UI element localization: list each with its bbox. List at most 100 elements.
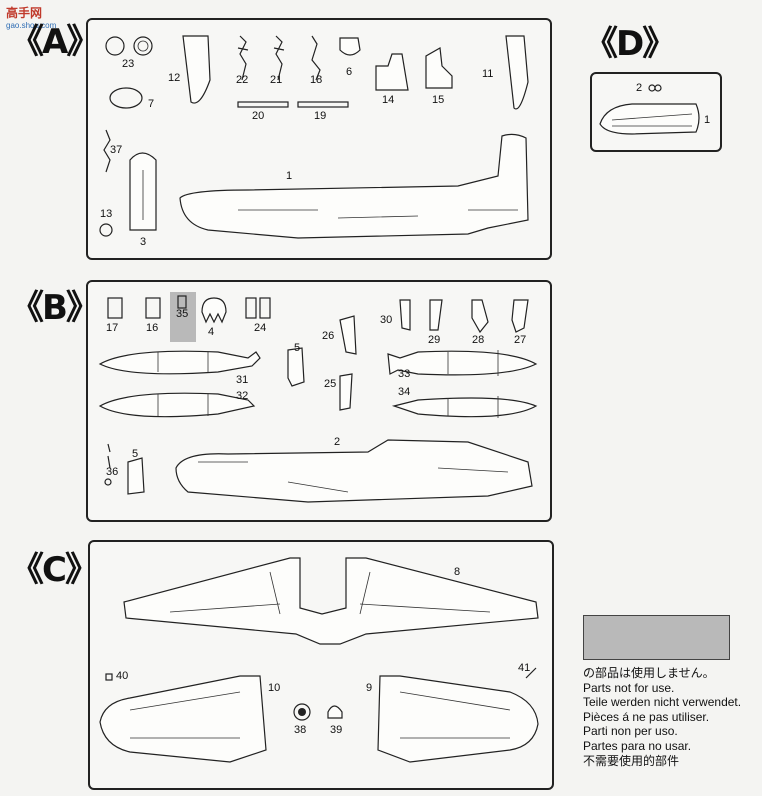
part-21-gear-leg — [273, 35, 285, 81]
part-24-a — [245, 297, 257, 319]
part-27 — [511, 299, 529, 333]
watermark-line1: 高手网 — [6, 6, 43, 20]
legend-line-en: Parts not for use. — [583, 680, 675, 695]
part-36 — [107, 443, 111, 469]
num-33: 33 — [398, 368, 411, 380]
num-11: 11 — [482, 68, 494, 80]
num-25: 25 — [324, 378, 337, 390]
legend-line-zh: 不需要使用的部件 — [583, 753, 680, 768]
num-35: 35 — [176, 308, 189, 320]
num-40: 40 — [116, 670, 129, 682]
part-35 — [177, 295, 187, 309]
num-d1: 1 — [704, 114, 711, 126]
unused-parts-legend: の部品は使用しません。 Parts not for use. Teile wer… — [583, 666, 741, 768]
part-1-canopy — [599, 103, 700, 135]
part-33-tank — [387, 350, 538, 376]
sprue-d-drawing — [599, 84, 700, 135]
sprue-d-frame: 2 1 — [590, 72, 722, 152]
num-21: 21 — [270, 74, 283, 86]
num-10: 10 — [268, 682, 281, 694]
sprue-b-frame: 17 16 35 4 24 26 30 29 28 27 5 31 32 25 … — [86, 280, 552, 522]
legend-line-it: Parti non per uso. — [583, 724, 678, 739]
num-16: 16 — [146, 322, 159, 334]
num-20: 20 — [252, 110, 265, 122]
part-17 — [107, 297, 123, 319]
part-38-wheel — [293, 703, 311, 721]
part-16 — [145, 297, 161, 319]
num-12: 12 — [168, 72, 181, 84]
sprue-b-label: 《B》 — [10, 288, 100, 328]
part-6 — [339, 37, 361, 56]
num-34: 34 — [398, 386, 411, 398]
legend-line-es: Partes para no usar. — [583, 738, 692, 753]
num-27: 27 — [514, 334, 527, 346]
part-24-b — [259, 297, 271, 319]
num-13: 13 — [100, 208, 113, 220]
watermark-logo: 高手网 gao.shou.com — [6, 4, 56, 30]
part-29 — [429, 299, 443, 331]
sprue-b-drawing — [98, 292, 538, 503]
num-14: 14 — [382, 94, 395, 106]
num-18: 18 — [310, 74, 323, 86]
part-25 — [339, 373, 353, 411]
num-29: 29 — [428, 334, 441, 346]
part-12-fin — [182, 35, 211, 104]
sprue-a-drawing — [99, 35, 529, 239]
num-8: 8 — [454, 566, 461, 578]
num-19: 19 — [314, 110, 327, 122]
part-26 — [339, 315, 357, 355]
part-18-gear-leg — [311, 35, 321, 81]
num-31: 31 — [236, 374, 249, 386]
num-7: 7 — [148, 98, 155, 110]
num-d2: 2 — [636, 82, 643, 94]
num-5a: 5 — [294, 342, 301, 354]
num-4: 4 — [208, 326, 215, 338]
part-30 — [399, 299, 411, 331]
num-15: 15 — [432, 94, 445, 106]
num-2: 2 — [334, 436, 341, 448]
part-2-fuselage — [175, 439, 533, 503]
sprue-c-frame: 8 40 10 38 39 9 41 — [88, 540, 554, 790]
part-4 — [201, 297, 227, 324]
sprue-a-label: 《A》 — [10, 22, 100, 62]
legend-line-fr: Pièces á ne pas utiliser. — [583, 709, 710, 724]
part-35-unused-shade — [170, 292, 196, 342]
num-28: 28 — [472, 334, 485, 346]
part-34-tank — [391, 397, 538, 418]
num-24: 24 — [254, 322, 267, 334]
num-36: 36 — [106, 466, 119, 478]
num-9: 9 — [366, 682, 373, 694]
part-5-gear — [287, 347, 305, 387]
part-13-circle — [99, 223, 113, 237]
sprue-d-label: 《D》 — [584, 24, 676, 64]
part-8-lower-wing — [123, 557, 539, 645]
num-30: 30 — [380, 314, 393, 326]
num-39: 39 — [330, 724, 343, 736]
part-32-tank — [98, 392, 256, 418]
part-28 — [471, 299, 489, 334]
part-23-wheel-a — [105, 36, 125, 56]
part-39 — [327, 705, 343, 719]
part-23-wheel-b — [133, 36, 153, 56]
num-5b: 5 — [132, 448, 139, 460]
sprue-c-label: 《C》 — [10, 550, 99, 590]
num-3: 3 — [140, 236, 147, 248]
part-7-oval — [109, 87, 143, 109]
part-19-rod — [297, 101, 349, 108]
num-32: 32 — [236, 390, 249, 402]
num-1: 1 — [286, 170, 293, 182]
part-15 — [425, 47, 453, 89]
part-5b-gear — [127, 457, 145, 495]
num-17: 17 — [106, 322, 119, 334]
part-31-tank — [98, 350, 261, 375]
num-23: 23 — [122, 58, 135, 70]
part-41 — [525, 667, 537, 679]
num-38: 38 — [294, 724, 307, 736]
part-37 — [103, 129, 111, 173]
part-14 — [375, 53, 409, 91]
part-1-fuselage — [179, 133, 529, 239]
part-11-fin — [505, 35, 529, 110]
part-2-small — [648, 84, 656, 92]
part-40 — [105, 673, 113, 681]
legend-line-de: Teile werden nicht verwendet. — [583, 695, 742, 710]
